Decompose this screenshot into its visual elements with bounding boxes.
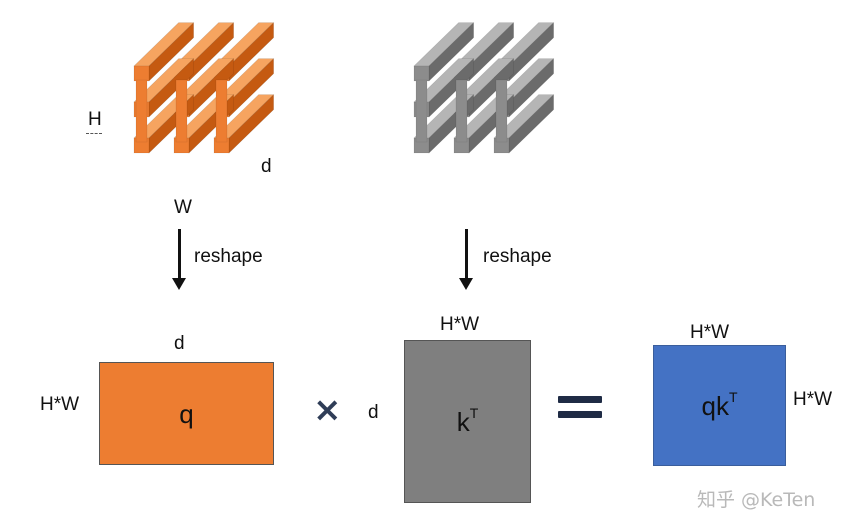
qk-text: qk <box>701 391 729 421</box>
multiply-operator-icon: × <box>313 390 342 430</box>
q-left-label: H*W <box>40 394 80 415</box>
h-label-underline <box>86 133 102 134</box>
tensor-d-label: d <box>261 156 272 177</box>
qk-top-label: H*W <box>690 322 730 343</box>
orange-tensor-qkv <box>133 21 275 154</box>
qk-right-label: H*W <box>793 389 833 410</box>
k-text: k <box>456 407 470 437</box>
k-left-label: d <box>368 402 379 423</box>
depth-bar-front <box>133 65 150 82</box>
pillar-front <box>455 79 468 143</box>
reshape-label-right: reshape <box>483 246 552 267</box>
k-top-label: H*W <box>440 314 480 335</box>
watermark-text: 知乎 @KeTen <box>697 489 816 511</box>
pillar-front <box>495 79 508 143</box>
equals-top-bar <box>558 396 602 403</box>
pillar-front <box>135 79 148 143</box>
q-matrix: q <box>99 362 274 465</box>
pillar-front <box>415 79 428 143</box>
depth-bar-front <box>413 65 430 82</box>
tensor-w-label: W <box>174 197 192 218</box>
pillar-front <box>175 79 188 143</box>
k-transpose-sup: T <box>469 405 479 421</box>
q-top-label: d <box>174 333 185 354</box>
arrow-shaft <box>178 229 181 279</box>
qk-transpose-matrix: qkT <box>653 345 786 466</box>
k-matrix-label: kT <box>405 406 530 437</box>
arrow-shaft <box>465 229 468 279</box>
arrow-down-icon <box>459 278 473 290</box>
gray-tensor-key <box>413 21 555 154</box>
pillar-front <box>215 79 228 143</box>
arrow-down-icon <box>172 278 186 290</box>
equals-bottom-bar <box>558 411 602 418</box>
k-transpose-matrix: kT <box>404 340 531 503</box>
tensor-h-label: H <box>88 109 102 130</box>
qk-transpose-sup: T <box>728 389 738 405</box>
reshape-label-left: reshape <box>194 246 263 267</box>
qk-matrix-label: qkT <box>654 390 785 421</box>
q-matrix-label: q <box>179 399 194 429</box>
